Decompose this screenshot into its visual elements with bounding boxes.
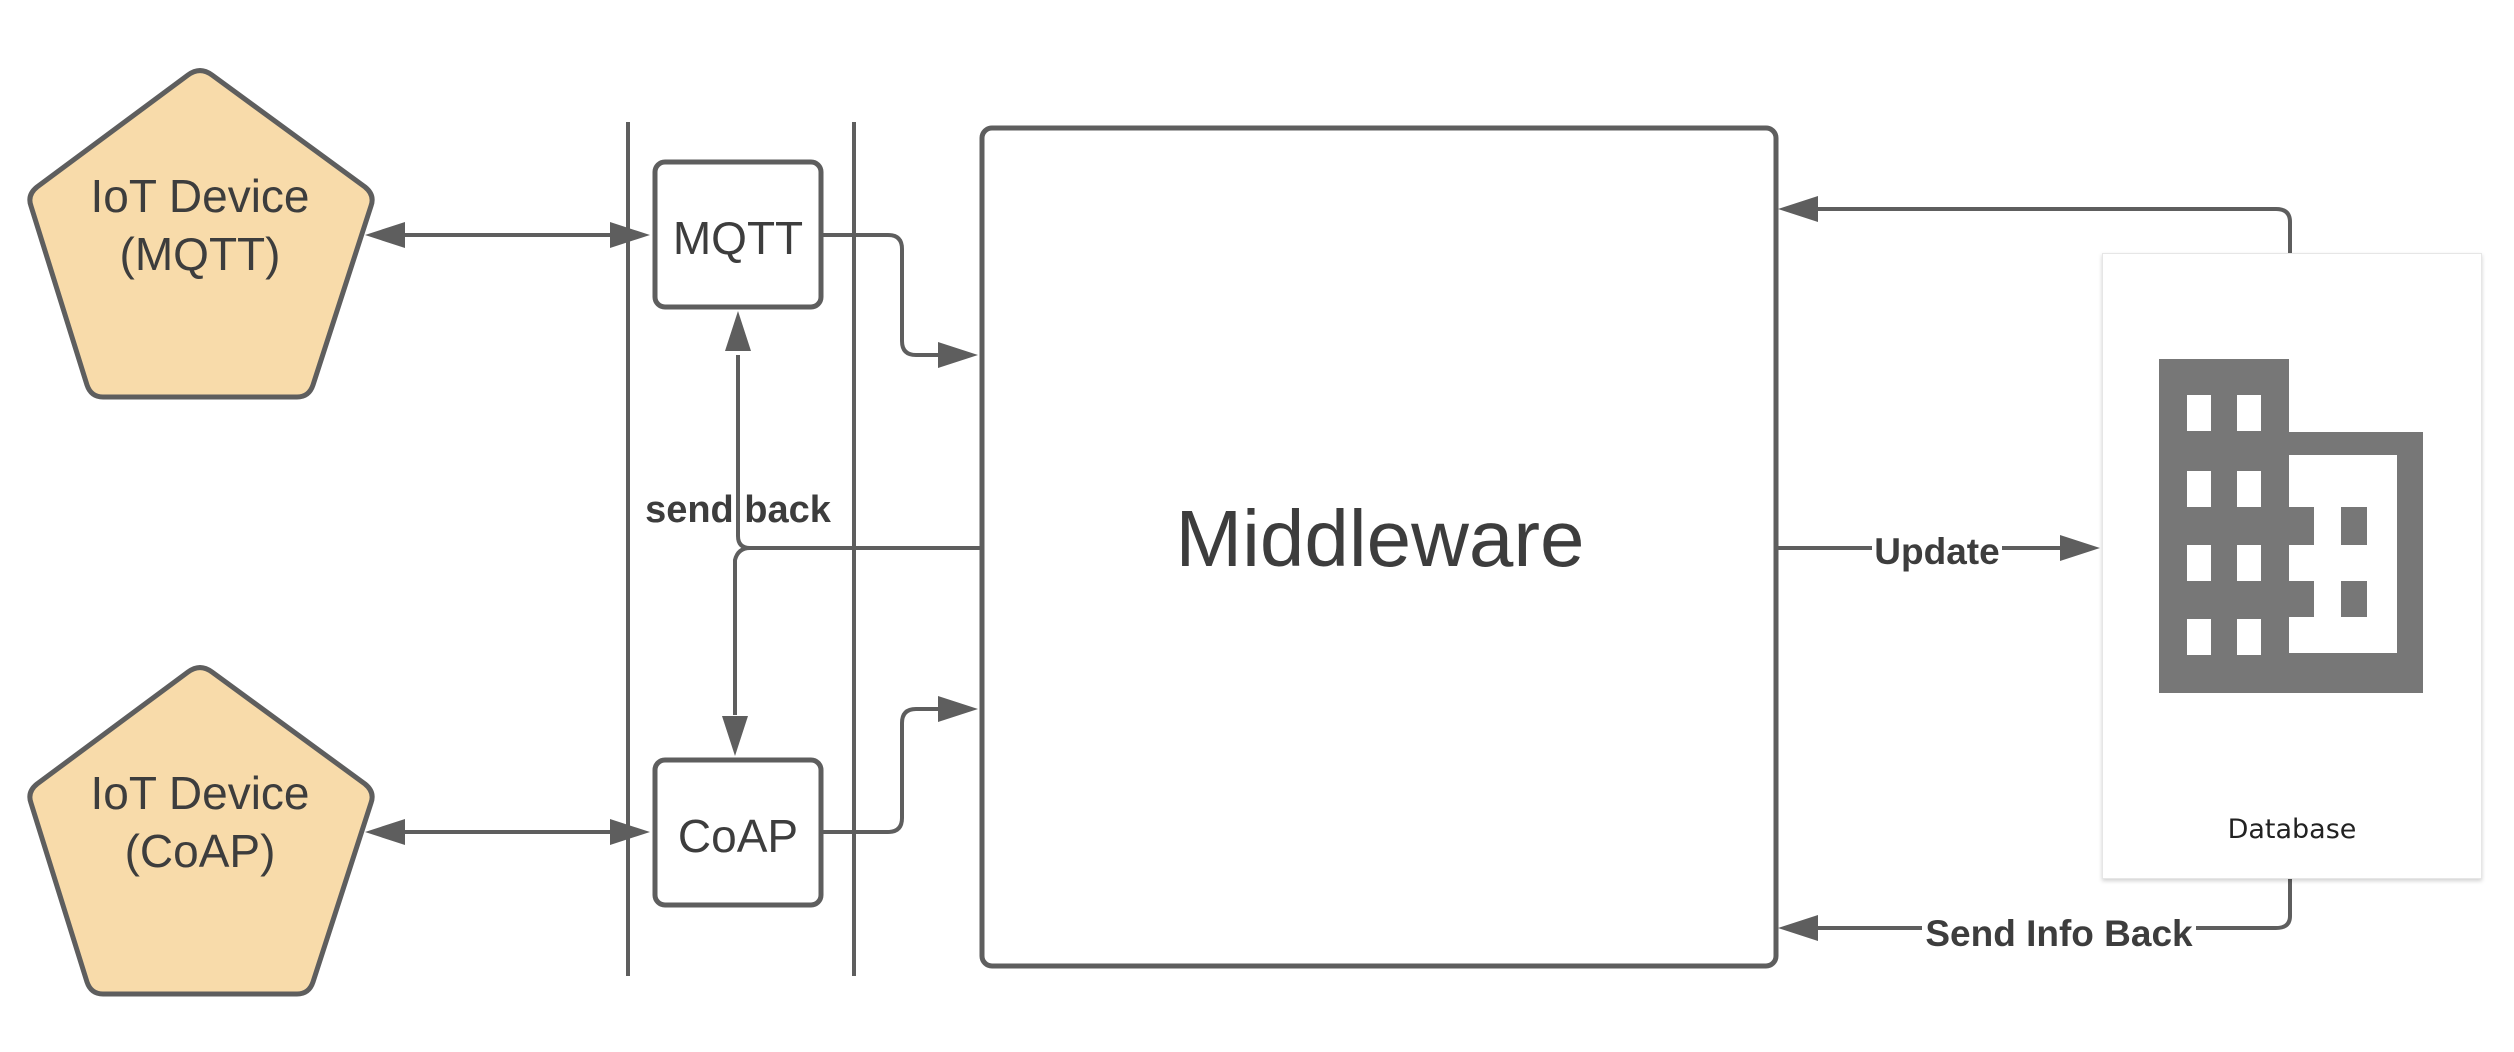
edge-send-info-back-right (2196, 879, 2292, 930)
arrowhead-middleware-from-mqtt (938, 342, 978, 368)
arrowheads (365, 196, 2100, 941)
arrowhead-update (2060, 535, 2100, 561)
database-label: Database (2227, 814, 2357, 845)
arrowhead-coap-in (610, 819, 650, 845)
iot-device-coap[interactable]: IoT Device (CoAP) (27, 665, 375, 997)
mqtt-node[interactable]: MQTT (652, 159, 824, 310)
arrowhead-iot-mqtt (365, 222, 405, 248)
mqtt-label: MQTT (673, 212, 803, 264)
database-node[interactable]: Database (2102, 253, 2482, 879)
edge-middleware-to-coap (733, 546, 751, 715)
edge-label-send-back: send back (645, 489, 832, 531)
iot-coap-label-line2: (CoAP) (125, 825, 276, 877)
iot-mqtt-label-line2: (MQTT) (120, 228, 281, 280)
edge-coap-to-middleware (821, 707, 940, 834)
arrowhead-send-info-back (1778, 915, 1818, 941)
coap-node[interactable]: CoAP (652, 757, 824, 908)
iot-mqtt-label-line1: IoT Device (90, 170, 309, 222)
connectors (395, 207, 2292, 930)
arrowhead-iot-coap (365, 819, 405, 845)
arrowhead-database-top (1778, 196, 1818, 222)
arrowhead-mqtt-in (610, 222, 650, 248)
middleware-label: Middleware (1175, 494, 1584, 583)
arrowhead-sendback-mqtt (725, 311, 751, 351)
edge-mqtt-to-middleware (821, 233, 940, 357)
iot-coap-label-line1: IoT Device (90, 767, 309, 819)
coap-label: CoAP (678, 810, 798, 862)
building-icon (2159, 359, 2423, 693)
arrowhead-middleware-from-coap (938, 696, 978, 722)
edge-database-to-middleware-top (1818, 207, 2292, 253)
middleware-node[interactable]: Middleware (979, 125, 1779, 969)
edge-label-update: Update (1874, 531, 1999, 572)
iot-device-mqtt[interactable]: IoT Device (MQTT) (27, 68, 375, 400)
arrowhead-sendback-coap (722, 716, 748, 756)
edge-label-send-info-back: Send Info Back (1925, 913, 2193, 954)
